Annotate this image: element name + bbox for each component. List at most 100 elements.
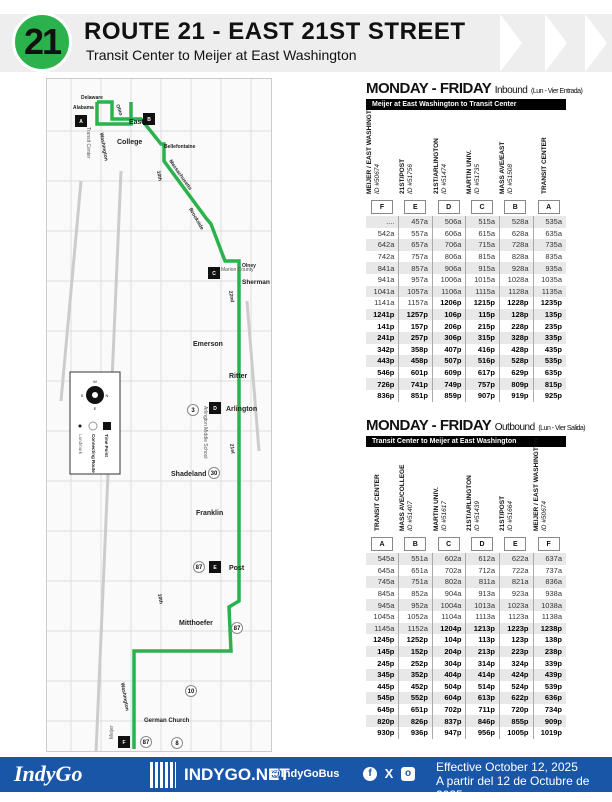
time-cell: 414p xyxy=(465,668,500,681)
street-label: German Church xyxy=(144,718,190,724)
street-label: Olney xyxy=(242,263,256,269)
street-label: Massachusetts xyxy=(167,159,193,192)
svg-text:N: N xyxy=(106,393,109,398)
time-cell: 113p xyxy=(465,634,500,646)
chevron-decoration xyxy=(500,14,522,72)
page-subtitle: Transit Center to Meijer at East Washing… xyxy=(86,47,357,63)
route-loop xyxy=(95,102,133,126)
stop-name-text: 21ST/POST xyxy=(399,158,407,194)
chevron-decoration xyxy=(585,14,607,72)
time-cell: 304p xyxy=(432,657,467,669)
time-cell: 416p xyxy=(465,343,500,356)
time-cell: 458p xyxy=(398,355,433,367)
time-point-code: F xyxy=(371,200,393,214)
time-cell: 1045a xyxy=(366,610,400,623)
time-cell: 424p xyxy=(499,668,534,681)
time-cell: 749p xyxy=(432,378,467,390)
landmark-legend-icon xyxy=(78,424,82,428)
time-cell: 1019p xyxy=(540,728,562,738)
time-cell: 504p xyxy=(432,680,467,693)
time-point-c: C xyxy=(212,271,216,277)
stop-name-text: MASS AVE/EAST xyxy=(499,141,507,194)
time-point-code: B xyxy=(504,200,527,214)
time-cell: 135p xyxy=(533,308,566,321)
time-cell: 913a xyxy=(465,587,500,600)
time-cell: 702a xyxy=(432,564,467,577)
time-cell: 542a xyxy=(366,227,400,240)
time-cell: 428p xyxy=(499,343,534,356)
stop-id: ID #51735 xyxy=(473,164,481,194)
time-cell: 846p xyxy=(465,715,500,727)
time-cell: 252p xyxy=(398,657,433,669)
outbound-schedule: MONDAY - FRIDAY Outbound (Lun - Vier Sal… xyxy=(366,417,586,739)
facebook-icon[interactable]: f xyxy=(363,767,377,781)
time-cell: .... xyxy=(366,216,400,228)
map-legend: W N E S Time Point Connecting Route Land… xyxy=(69,371,121,475)
time-cell: 1106a xyxy=(432,285,467,298)
connecting-route: 8 xyxy=(175,741,179,747)
time-cell: 1023a xyxy=(499,599,534,611)
time-cell: 552p xyxy=(398,692,433,704)
x-icon[interactable]: X xyxy=(384,766,394,781)
time-cell: 915a xyxy=(465,262,500,274)
time-cell: 751a xyxy=(398,576,433,588)
stop-id: ID #51407 xyxy=(407,501,415,531)
time-cell: 628a xyxy=(499,227,534,240)
effective-date: Effective October 12, 2025 A partir del … xyxy=(436,760,612,802)
street-label: Alabama xyxy=(73,105,94,111)
time-cell: 635a xyxy=(545,228,562,238)
time-cell: 602a xyxy=(432,553,467,565)
landmark-label: Transit Center xyxy=(85,127,91,159)
inbound-title: MONDAY - FRIDAY Inbound (Lun - Vier Entr… xyxy=(366,80,583,97)
time-cell: 1128a xyxy=(499,285,534,298)
time-cell: 452p xyxy=(398,680,433,693)
time-point-code: D xyxy=(470,537,493,551)
social-handle[interactable]: @IndyGoBus xyxy=(270,768,340,780)
time-cell: 612a xyxy=(465,553,500,565)
time-cell: 745a xyxy=(366,576,400,588)
time-cell: 1206p xyxy=(432,297,467,309)
time-cell: 622a xyxy=(499,553,534,565)
stop-id: ID #51617 xyxy=(440,501,448,531)
time-cell: 735a xyxy=(533,239,566,251)
time-cell: 711p xyxy=(465,703,500,716)
time-cell: 506a xyxy=(432,216,467,228)
time-point-code: C xyxy=(470,200,493,214)
time-cell: 407p xyxy=(432,343,467,356)
time-cell: 138p xyxy=(544,635,562,645)
qr-code-icon[interactable] xyxy=(150,762,176,788)
time-cell: 545a xyxy=(366,553,400,565)
street-label: 10th xyxy=(155,170,163,181)
time-cell: 152p xyxy=(398,645,433,658)
time-cell: 613p xyxy=(465,692,500,704)
time-cell: 1145a xyxy=(366,622,400,635)
website-link[interactable]: INDYGO.NET xyxy=(184,765,290,784)
instagram-icon[interactable]: o xyxy=(401,767,415,781)
connecting-routes: 3 30 87 87 10 87 8 xyxy=(140,404,243,749)
time-cell: 1204p xyxy=(432,622,467,635)
connecting-route: 87 xyxy=(196,565,203,571)
stop-name-text: 21ST/ARLINGTON xyxy=(465,475,473,531)
stop-id: ID #51439 xyxy=(473,501,481,531)
time-cell: 1123a xyxy=(499,610,534,623)
indygo-logo: IndyGo xyxy=(14,761,83,786)
time-cell: 324p xyxy=(499,657,534,669)
time-cell: 1228p xyxy=(499,297,534,309)
time-cell: 826p xyxy=(398,715,433,727)
route-map: Delaware Alabama Ohio East Washington Co… xyxy=(46,78,272,752)
outbound-subheader: Transit Center to Meijer at East Washing… xyxy=(366,436,566,447)
